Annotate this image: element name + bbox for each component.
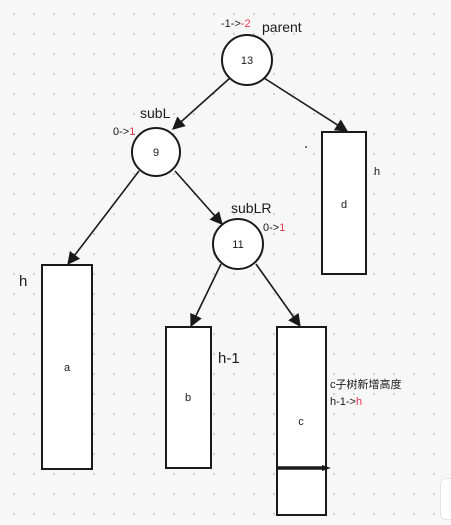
subtree-a-label: a xyxy=(64,362,71,374)
subtree-d-label: d xyxy=(341,199,347,211)
node-subL-name: subL xyxy=(140,105,171,121)
node-subL-balance: 0->1 xyxy=(113,126,135,138)
subtree-a-height: h xyxy=(19,273,27,290)
edge-subLR-to-c xyxy=(255,263,301,328)
node-parent-balance: -1->-2 xyxy=(221,18,251,30)
edge-parent-to-d xyxy=(263,77,349,132)
subtree-d xyxy=(321,131,367,275)
edge-parent-to-subL xyxy=(172,77,231,130)
subtree-b-height: h-1 xyxy=(218,350,240,367)
edge-subL-to-a xyxy=(67,170,140,266)
node-subL-value: 9 xyxy=(153,147,159,159)
node-parent-value: 13 xyxy=(241,55,253,67)
edge-subL-to-subLR xyxy=(174,170,223,225)
node-parent xyxy=(221,34,273,86)
subtree-c xyxy=(276,326,327,516)
subtree-c-label: c xyxy=(298,416,304,428)
node-subLR-balance: 0->1 xyxy=(263,222,285,234)
annotation-line1: c子树新增高度 xyxy=(330,377,402,391)
node-subLR-name: subLR xyxy=(231,200,271,216)
stray-dot xyxy=(305,146,307,148)
corner-panel[interactable] xyxy=(440,478,451,520)
node-subL xyxy=(131,127,181,177)
subtree-c-line-arrowhead xyxy=(322,465,331,471)
node-subLR-value: 11 xyxy=(232,239,243,251)
node-subLR xyxy=(212,218,264,270)
annotation-line2: h-1->h xyxy=(330,396,362,408)
subtree-a xyxy=(41,264,93,470)
node-parent-name: parent xyxy=(262,19,302,35)
edge-subLR-to-b xyxy=(190,263,222,328)
subtree-d-height: h xyxy=(374,166,380,178)
subtree-b xyxy=(165,326,212,469)
subtree-b-label: b xyxy=(185,392,191,404)
